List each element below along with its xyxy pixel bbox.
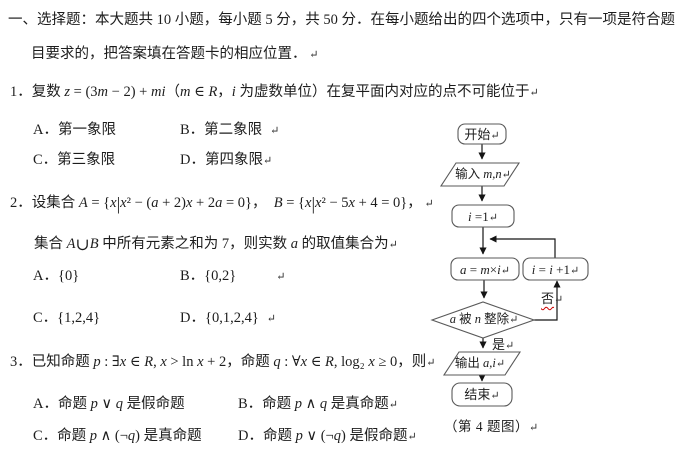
question-3-stem: 3．已知命题 p : ∃x ∈ R, x > ln x + 2，命题 q : ∀… [10,354,436,370]
question-2-option-a: A．{0} [33,268,80,284]
flowchart-init-label: i =1↵ [468,209,498,224]
question-1-option-c: C．第三象限 [33,152,116,168]
compute-node-shape [450,257,520,281]
flowchart-compute-label: a = m×i↵ [460,262,510,277]
section-title-line2: 目要求的，把答案填在答题卡的相应位置． ↵ [31,46,319,62]
question-1-stem: 1．复数 z = (3m − 2) + mi（m ∈ R，i 为虚数单位）在复平… [10,84,539,100]
question-1-option-d: D．第四象限↵ [180,152,273,168]
flowchart-yes-label: 是↵ [492,337,515,352]
end-node-shape [451,382,513,407]
question-1-option-a: A．第一象限 [33,122,116,138]
question-2-stem-line1: 2．设集合 A = {x|x² − (a + 2)x + 2a = 0}， B … [10,193,434,214]
question-2-option-d: D．{0,1,2,4}↵ [180,310,276,326]
flowchart-caption: （第 4 题图）↵ [444,419,539,434]
input-node-shape [439,162,521,187]
question-3-option-c: C．命题 p ∧ (¬q) 是真命题 [33,428,202,444]
increment-node-shape [522,257,589,281]
flowchart-input-label: 输入 m,n↵ [455,167,511,181]
condition-node-shape [430,301,536,339]
flowchart-start-label: 开始↵ [464,127,500,142]
question-2-option-b: B．{0,2}↵ [180,268,286,284]
question-2-option-c: C．{1,2,4} [33,310,101,326]
start-node-shape [457,123,507,145]
flowchart-increment-label: i = i +1↵ [531,262,580,277]
section-title-line1: 一、选择题：本大题共 10 小题，每小题 5 分，共 50 分．在每小题给出的四… [8,12,675,28]
flowchart-end-label: 结束↵ [464,387,500,402]
question-3-option-a: A．命题 p ∨ q 是假命题 [33,396,185,412]
arrow-no-branch [534,280,561,321]
output-node-shape [442,351,522,376]
question-2-stem-line2: 集合 A∪B 中所有元素之和为 7，则实数 a 的取值集合为↵ [34,235,398,254]
flowchart-output-label: 输出 a,i↵ [454,356,506,370]
flowchart-condition-label: a 被 n 整除↵ [449,312,519,326]
init-node-shape [451,204,515,228]
flowchart-no-label: 否↵ [541,291,564,306]
question-3-option-d: D．命题 p ∨ (¬q) 是假命题↵ [238,428,417,444]
question-3-option-b: B．命题 p ∧ q 是真命题↵ [238,396,399,412]
question-1-option-b: B．第二象限↵ [180,122,280,138]
flowchart-diagram [430,123,589,407]
arrow-increment-feedback [489,235,556,258]
